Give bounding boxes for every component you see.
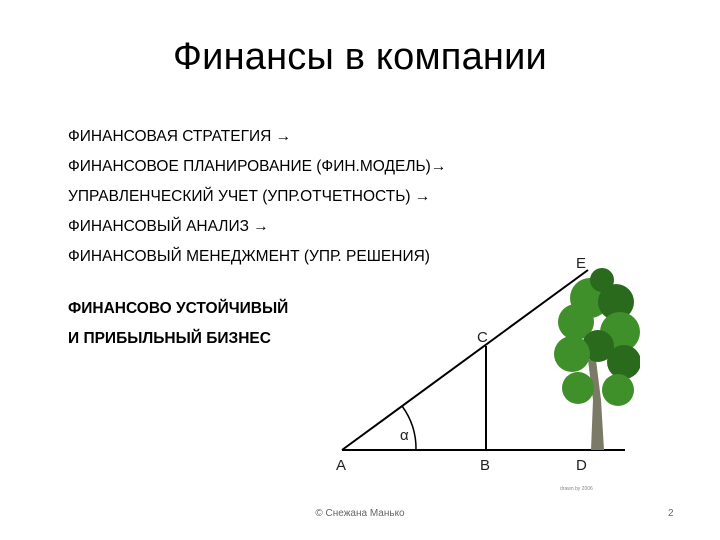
label-a: A [336,457,346,474]
conclusion-block: ФИНАНСОВО УСТОЙЧИВЫЙ И ПРИБЫЛЬНЫЙ БИЗНЕС [68,294,288,354]
tree-icon [554,268,640,450]
finance-chain-list: ФИНАНСОВАЯ СТРАТЕГИЯ → ФИНАНСОВОЕ ПЛАНИР… [68,122,446,272]
list-item-strategy: ФИНАНСОВАЯ СТРАТЕГИЯ → [68,128,292,145]
conclusion-line-2: И ПРИБЫЛЬНЫЙ БИЗНЕС [68,330,271,347]
label-d: D [576,457,587,474]
conclusion-line-1: ФИНАНСОВО УСТОЙЧИВЫЙ [68,300,289,317]
list-item-management: ФИНАНСОВЫЙ МЕНЕДЖМЕНТ (УПР. РЕШЕНИЯ) [68,248,430,265]
label-alpha: α [400,427,409,444]
list-item-accounting: УПРАВЛЕНЧЕСКИЙ УЧЕТ (УПР.ОТЧЕТНОСТЬ) → [68,188,431,205]
footer-author: © Снежана Манько [315,508,405,519]
label-e: E [576,255,586,272]
list-item-planning: ФИНАНСОВОЕ ПЛАНИРОВАНИЕ (ФИН.МОДЕЛЬ)→ [68,158,447,175]
figure-credit: drawn by 2006 [560,486,593,492]
label-c: C [477,329,488,346]
label-b: B [480,457,490,474]
angle-arc [401,405,417,451]
hypotenuse-line [341,269,589,451]
triangle-tree-diagram: E C α A B D drawn by 2006 [336,255,640,492]
slide-title: Финансы в компании [173,36,547,78]
page-number: 2 [668,508,674,519]
list-item-analysis: ФИНАНСОВЫЙ АНАЛИЗ → [68,218,269,235]
